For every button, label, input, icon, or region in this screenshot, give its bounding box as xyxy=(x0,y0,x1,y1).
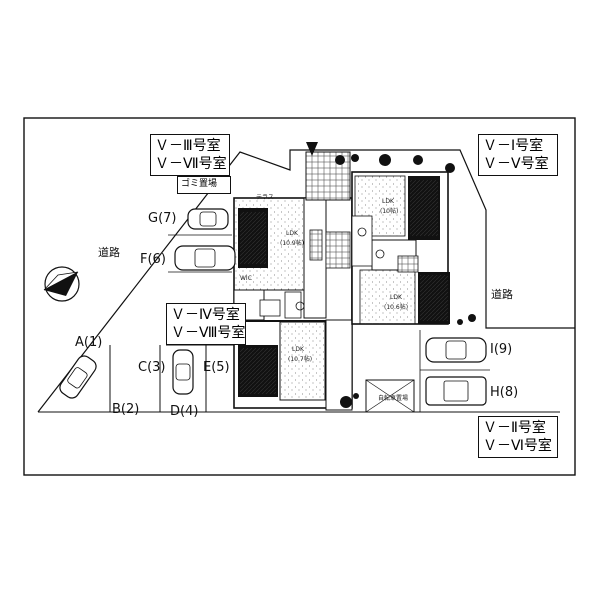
site-boundary xyxy=(37,149,575,413)
north-arrow-icon xyxy=(43,266,80,302)
trees xyxy=(335,154,476,408)
parking-label-b: B(2) xyxy=(112,402,140,417)
parking-label-g: G(7) xyxy=(148,211,177,226)
car-g-icon xyxy=(187,208,229,230)
ldk-c-size: (10.6帖) xyxy=(384,304,409,311)
terrace-label: テラス xyxy=(256,194,274,201)
car-f-icon xyxy=(174,245,236,271)
room-label-top-left: Ｖ－Ⅲ号室 Ｖ－Ⅶ号室 xyxy=(150,134,230,176)
car-a-icon xyxy=(59,355,97,399)
wic-label: WIC xyxy=(240,275,252,282)
parking-label-i: I(9) xyxy=(490,342,513,357)
road-label-right: 道路 xyxy=(491,288,513,301)
bicycle-parking-label: 自転車置場 xyxy=(378,395,409,402)
ldk-d-size: (10.7帖) xyxy=(288,356,313,363)
car-d-icon xyxy=(172,349,194,395)
ldk-c-label: LDK xyxy=(390,294,402,301)
entrance-arrow-icon xyxy=(306,142,318,156)
car-h-icon xyxy=(425,376,487,406)
parking-label-f: F(6) xyxy=(140,252,166,267)
garbage-area: ゴミ置場 xyxy=(177,176,231,194)
building-left xyxy=(233,197,353,411)
ldk-d-label: LDK xyxy=(292,346,304,353)
road-label-left: 道路 xyxy=(98,246,120,259)
outer-frame xyxy=(23,117,576,476)
room-label-bottom-right: Ｖ－Ⅱ号室 Ｖ－Ⅵ号室 xyxy=(478,416,558,458)
ldk-a-size: (10.9帖) xyxy=(280,240,305,247)
parking-label-c: C(3) xyxy=(138,360,166,375)
room-label-middle: Ｖ－Ⅳ号室 Ｖ－Ⅷ号室 xyxy=(166,303,246,345)
parking-label-h: H(8) xyxy=(490,385,519,400)
ldk-b-size: (10帖) xyxy=(380,208,399,215)
building-right xyxy=(351,171,450,325)
parking-label-a: A(1) xyxy=(75,335,103,350)
parking-label-d: D(4) xyxy=(170,404,199,419)
ldk-a-label: LDK xyxy=(286,230,298,237)
car-i-icon xyxy=(425,337,487,363)
room-label-top-right: Ｖ－Ⅰ号室 Ｖ－Ⅴ号室 xyxy=(478,134,558,176)
ldk-b-label: LDK xyxy=(382,198,394,205)
parking-label-e: E(5) xyxy=(203,360,230,375)
